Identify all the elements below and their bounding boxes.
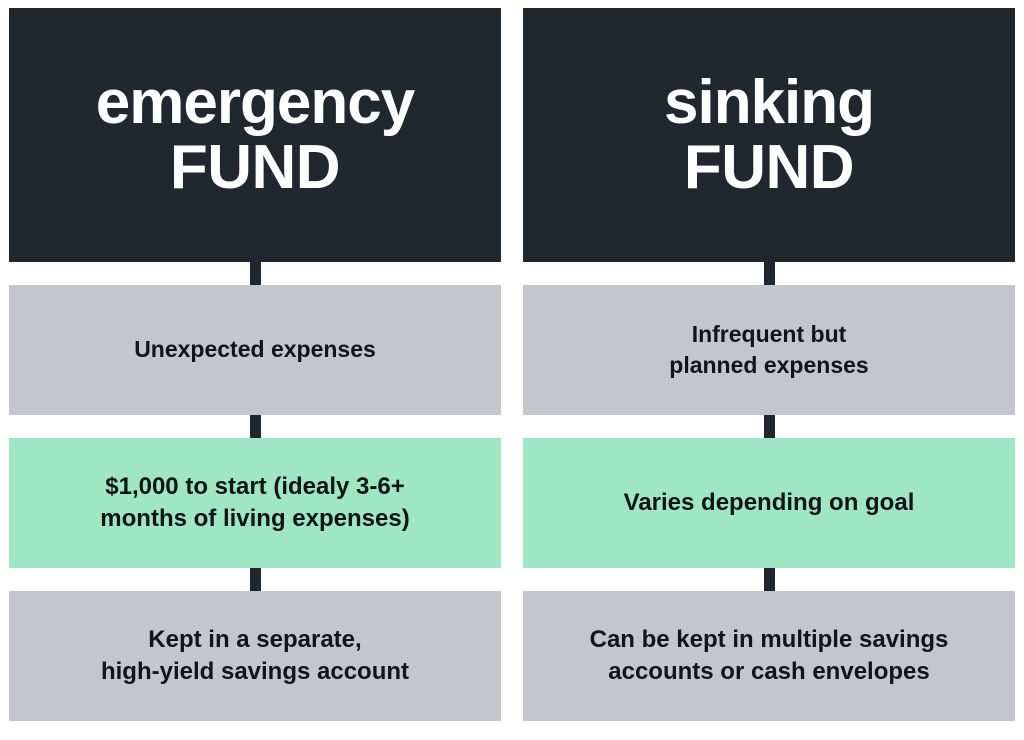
header-emergency-fund: emergency FUND	[9, 8, 501, 262]
connector-bar-icon	[763, 415, 775, 438]
connector-bar-icon	[763, 568, 775, 591]
connector-emergency-2	[9, 415, 501, 438]
connector-sinking-2	[523, 415, 1015, 438]
cell-sinking-amount: Varies depending on goal	[523, 438, 1015, 568]
cell-text: Infrequent but planned expenses	[669, 320, 869, 378]
header-title-line1: sinking	[663, 67, 875, 137]
cell-emergency-amount: $1,000 to start (idealy 3-6+ months of l…	[9, 438, 501, 568]
connector-bar-icon	[249, 415, 261, 438]
connector-bar-icon	[249, 262, 261, 285]
connector-emergency-1	[9, 262, 501, 285]
header-sinking-fund: sinking FUND	[523, 8, 1015, 262]
header-title-line1: emergency	[95, 67, 415, 137]
cell-text: Kept in a separate, high-yield savings a…	[100, 625, 410, 685]
cell-text: Can be kept in multiple savings accounts…	[589, 625, 949, 685]
cell-text: $1,000 to start (idealy 3-6+ months of l…	[100, 472, 410, 532]
cell-sinking-purpose: Infrequent but planned expenses	[523, 285, 1015, 415]
connector-sinking-3	[523, 568, 1015, 591]
cell-sinking-storage: Can be kept in multiple savings accounts…	[523, 591, 1015, 721]
cell-emergency-purpose: Unexpected expenses	[9, 285, 501, 415]
cell-text: Varies depending on goal	[623, 488, 915, 516]
connector-sinking-1	[523, 262, 1015, 285]
column-emergency-fund: emergency FUND Unexpected expenses $1,00…	[9, 8, 501, 722]
connector-bar-icon	[763, 262, 775, 285]
header-title-line2: FUND	[683, 133, 855, 202]
cell-emergency-storage: Kept in a separate, high-yield savings a…	[9, 591, 501, 721]
header-title-line2: FUND	[169, 133, 341, 202]
connector-emergency-3	[9, 568, 501, 591]
column-sinking-fund: sinking FUND Infrequent but planned expe…	[523, 8, 1015, 722]
cell-text: Unexpected expenses	[134, 336, 376, 363]
connector-bar-icon	[249, 568, 261, 591]
